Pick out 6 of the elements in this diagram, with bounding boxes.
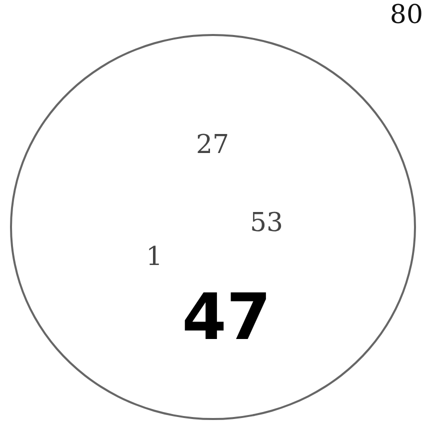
number-label: 80	[390, 2, 423, 28]
number-label: 1	[146, 244, 163, 270]
number-label: 53	[250, 210, 284, 236]
handwritten-number: 47	[182, 286, 272, 350]
circle-outline	[10, 34, 416, 420]
number-label: 27	[196, 132, 230, 158]
